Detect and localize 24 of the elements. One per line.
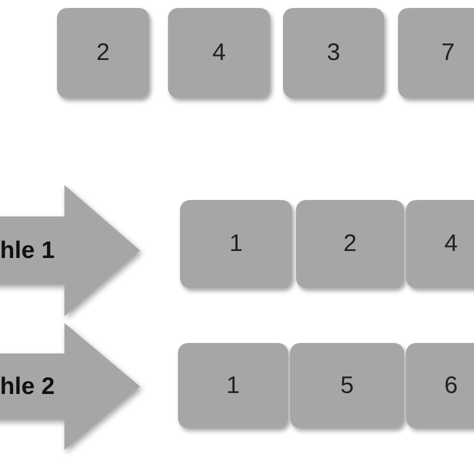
tile-number: 3 bbox=[326, 39, 340, 67]
number-tile bbox=[290, 343, 404, 428]
number-tile bbox=[57, 8, 149, 98]
tile-number: 1 bbox=[229, 230, 243, 258]
tile-number: 2 bbox=[343, 230, 357, 258]
number-tile bbox=[178, 343, 288, 428]
number-tile bbox=[406, 343, 474, 428]
arrow-shaped-banner bbox=[0, 185, 140, 316]
tile-number: 6 bbox=[444, 372, 458, 400]
tile-number: 7 bbox=[441, 39, 455, 67]
tile-number: 4 bbox=[444, 230, 458, 258]
banner-label: hle 2 bbox=[0, 372, 55, 400]
number-tile bbox=[283, 8, 384, 98]
tile-number: 2 bbox=[96, 39, 110, 67]
banner-label: hle 1 bbox=[0, 236, 55, 264]
tile-number: 4 bbox=[212, 39, 226, 67]
number-tile bbox=[180, 200, 292, 288]
tile-number: 5 bbox=[340, 372, 354, 400]
number-tile bbox=[398, 8, 474, 98]
tile-number: 1 bbox=[226, 372, 240, 400]
number-tile bbox=[296, 200, 404, 288]
arrow-shaped-banner bbox=[0, 323, 140, 450]
number-tile bbox=[406, 200, 474, 288]
number-tile bbox=[168, 8, 270, 98]
